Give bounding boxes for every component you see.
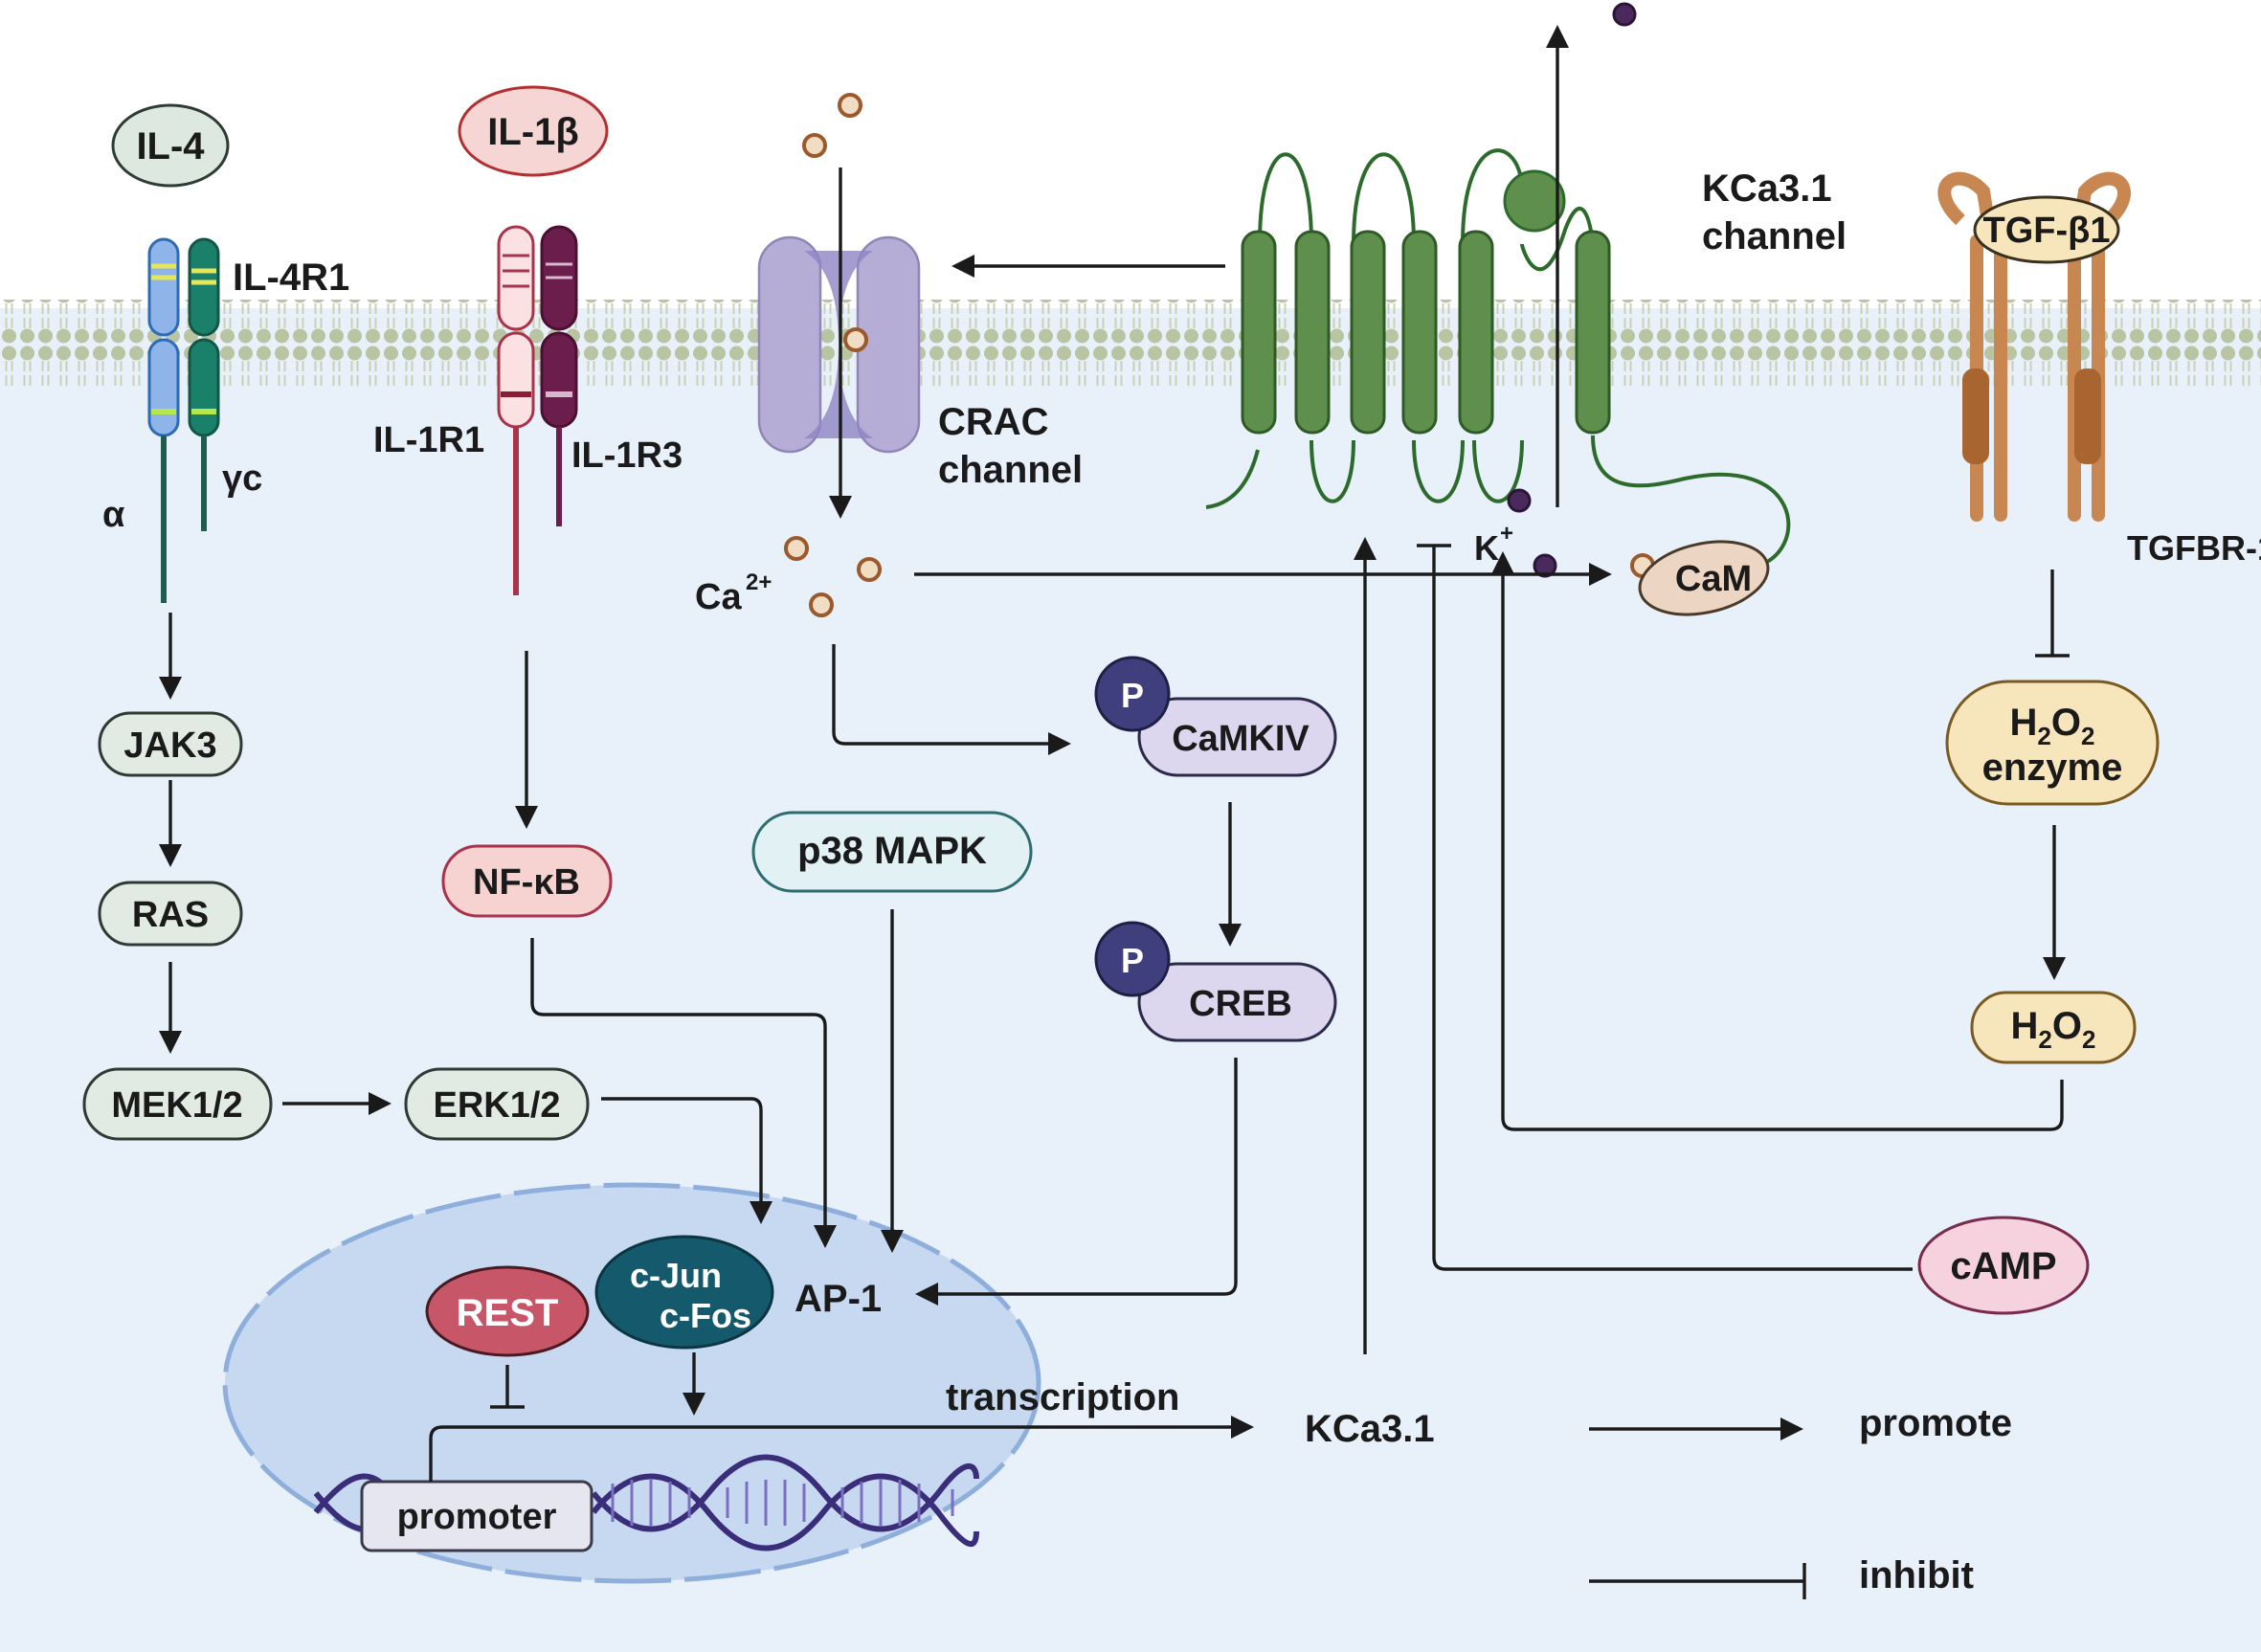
svg-text:IL-1β: IL-1β xyxy=(487,111,579,153)
potassium-charge: + xyxy=(1500,521,1513,547)
svg-text:cAMP: cAMP xyxy=(1950,1245,2056,1287)
crac-label-line1: CRAC xyxy=(938,401,1049,443)
erk-node: ERK1/2 xyxy=(404,1067,590,1141)
svg-text:CREB: CREB xyxy=(1189,984,1292,1024)
kca31-channel-label-line1: KCa3.1 xyxy=(1702,167,1832,210)
inhibit-tgfbr-to-enzyme xyxy=(2035,569,2070,658)
arrow-h2o2-to-channel xyxy=(1491,551,2064,1131)
potassium-ions xyxy=(1507,2,1637,578)
rest-node: REST xyxy=(425,1265,590,1357)
svg-text:JAK3: JAK3 xyxy=(123,726,216,766)
svg-text:RAS: RAS xyxy=(132,895,209,935)
il4-ligand: IL-4 xyxy=(111,103,230,188)
calmodulin-node: CaM xyxy=(1638,540,1770,616)
tgfbr1-receptor xyxy=(1937,171,2131,522)
calcium-ions xyxy=(784,93,1655,617)
inhibit-camp-to-channel xyxy=(1417,544,1913,1271)
svg-text:P: P xyxy=(1121,941,1144,980)
svg-text:H2O2: H2O2 xyxy=(2010,702,2095,750)
svg-text:H2O2: H2O2 xyxy=(2011,1005,2096,1054)
creb-phospho-badge: P xyxy=(1094,921,1171,997)
kca31-gene-product-label: KCa3.1 xyxy=(1305,1408,1435,1450)
svg-text:TGF-β1: TGF-β1 xyxy=(1983,211,2111,251)
jak3-node: JAK3 xyxy=(98,711,243,777)
promoter-node: promoter xyxy=(360,1480,593,1552)
svg-text:promoter: promoter xyxy=(397,1497,557,1537)
pathway-arrows xyxy=(159,25,2070,1482)
svg-text:NF-κB: NF-κB xyxy=(473,862,580,903)
il1b-ligand: IL-1β xyxy=(458,85,609,177)
h2o2-node: H2O2 xyxy=(1970,991,2137,1064)
legend-promote-label: promote xyxy=(1859,1402,2012,1444)
il1r1-label: IL-1R1 xyxy=(373,420,484,460)
il4r1-label: IL-4R1 xyxy=(233,257,349,299)
kca31-channel xyxy=(1205,148,1791,567)
svg-text:IL-4: IL-4 xyxy=(136,125,205,167)
crac-label-line2: channel xyxy=(938,449,1083,491)
svg-text:p38 MAPK: p38 MAPK xyxy=(797,830,987,872)
svg-text:REST: REST xyxy=(457,1292,559,1334)
arrow-creb-to-ap1 xyxy=(915,1058,1238,1306)
arrow-transcription xyxy=(429,1416,1254,1482)
svg-text:CaM: CaM xyxy=(1675,559,1752,599)
cell-membrane xyxy=(0,300,2261,386)
camp-node: cAMP xyxy=(1917,1216,2090,1315)
il1r3-receptor xyxy=(540,225,578,526)
ras-node: RAS xyxy=(98,881,243,947)
tgfb1-ligand: TGF-β1 xyxy=(1973,195,2120,264)
il1r1-receptor xyxy=(497,225,535,595)
il4r-alpha-chain xyxy=(147,237,180,603)
arrow-erk-to-ap1 xyxy=(601,1097,772,1224)
svg-text:c-Jun: c-Jun xyxy=(630,1256,722,1295)
mek-node: MEK1/2 xyxy=(82,1067,273,1141)
p38-mapk-node: p38 MAPK xyxy=(751,811,1033,893)
legend: promote inhibit xyxy=(1589,1402,2012,1599)
alpha-chain-label: α xyxy=(102,495,124,535)
nfkb-node: NF-κB xyxy=(441,844,613,918)
svg-text:P: P xyxy=(1121,676,1144,715)
calcium-charge: 2+ xyxy=(746,569,772,595)
svg-text:ERK1/2: ERK1/2 xyxy=(433,1085,560,1126)
il1r3-label: IL-1R3 xyxy=(571,435,683,476)
dna-rungs xyxy=(611,1480,954,1526)
arrow-ca-to-camkiv xyxy=(832,644,1071,755)
creb-node: CREB xyxy=(1137,962,1337,1042)
potassium-label: K xyxy=(1474,528,1499,568)
calcium-label: Ca xyxy=(695,577,742,617)
tgfbr1-label: TGFBR-1 xyxy=(2127,528,2261,568)
il4r-gamma-c-chain xyxy=(188,237,220,531)
camkiv-phospho-badge: P xyxy=(1094,656,1171,732)
svg-text:CaMKIV: CaMKIV xyxy=(1172,719,1310,759)
kca31-channel-label-line2: channel xyxy=(1702,215,1847,257)
camkiv-node: CaMKIV xyxy=(1137,697,1337,777)
svg-text:c-Fos: c-Fos xyxy=(660,1296,751,1335)
ap1-label: AP-1 xyxy=(795,1278,882,1320)
transcription-label: transcription xyxy=(946,1376,1179,1418)
cjun-cfos-node: c-Jun c-Fos xyxy=(594,1235,774,1350)
legend-inhibit-label: inhibit xyxy=(1859,1554,1974,1596)
svg-text:MEK1/2: MEK1/2 xyxy=(111,1085,242,1126)
crac-channel xyxy=(757,235,921,454)
legend-inhibit-symbol xyxy=(1589,1563,1806,1599)
arrow-nfkb-to-ap1 xyxy=(530,938,837,1248)
gamma-c-label: γc xyxy=(222,458,262,499)
h2o2-enzyme-node: H2O2 enzyme xyxy=(1945,680,2160,806)
svg-text:enzyme: enzyme xyxy=(1982,747,2123,789)
inhibit-rest-to-promoter xyxy=(490,1365,525,1409)
extracellular-space xyxy=(0,0,2261,308)
